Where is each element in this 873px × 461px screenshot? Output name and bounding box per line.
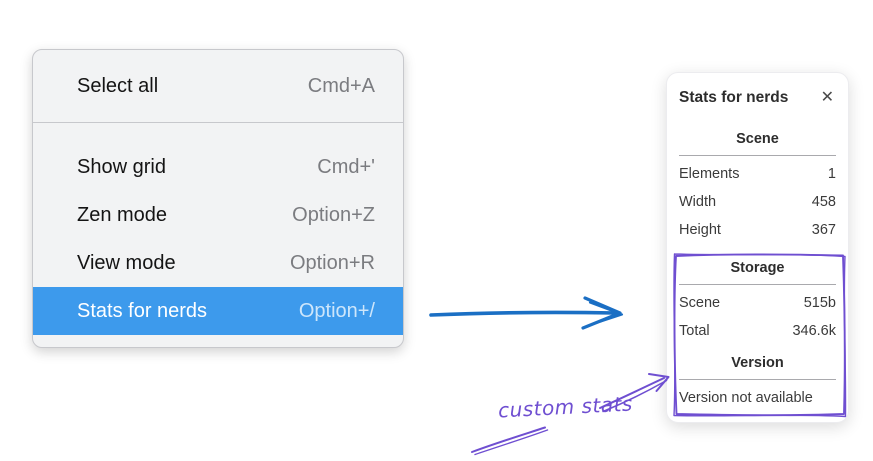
stats-panel-title: Stats for nerds [679, 89, 789, 106]
blue-arrow [429, 296, 624, 330]
scene-section-header: Scene [736, 131, 779, 147]
stat-value: 515b [803, 295, 836, 311]
menu-item-shortcut: Cmd+A [307, 74, 375, 97]
menu-section-main: Show grid Cmd+' Zen mode Option+Z View m… [33, 123, 403, 347]
violet-underline [471, 426, 549, 456]
stat-label: Elements [679, 166, 740, 182]
menu-item-label: Show grid [77, 155, 166, 178]
menu-item-shortcut: Option+/ [298, 299, 375, 322]
close-icon[interactable]: ✕ [820, 89, 834, 106]
context-menu: Select all Cmd+A Show grid Cmd+' Zen mod… [32, 49, 404, 348]
menu-item-label: Select all [77, 74, 159, 97]
stat-row-width: Width 458 [679, 188, 836, 216]
stat-row-total-storage: Total 346.6k [679, 317, 836, 345]
menu-item-label: Stats for nerds [77, 299, 208, 322]
stats-panel: Stats for nerds ✕ Scene Elements 1 Width… [666, 72, 849, 423]
stat-row-height: Height 367 [679, 216, 836, 244]
annotation-custom-stats: custom stats [497, 391, 634, 423]
menu-divider [33, 122, 403, 123]
menu-item-show-grid[interactable]: Show grid Cmd+' [33, 143, 403, 191]
menu-item-shortcut: Option+Z [292, 203, 375, 226]
menu-item-zen-mode[interactable]: Zen mode Option+Z [33, 191, 403, 239]
stat-row-elements: Elements 1 [679, 160, 836, 188]
stat-row-scene-storage: Scene 515b [679, 289, 836, 317]
menu-item-stats-for-nerds[interactable]: Stats for nerds Option+/ [33, 287, 403, 335]
menu-section-top: Select all Cmd+A [33, 50, 403, 122]
stats-panel-header: Stats for nerds ✕ [679, 85, 836, 111]
stat-value: 346.6k [792, 323, 836, 339]
stat-label: Height [679, 222, 721, 238]
divider [679, 284, 836, 285]
version-note: Version not available [679, 390, 813, 406]
divider [679, 155, 836, 156]
menu-item-shortcut: Option+R [289, 251, 375, 274]
storage-section-header: Storage [730, 260, 785, 276]
divider [679, 379, 836, 380]
stat-value: 1 [827, 166, 836, 182]
stat-label: Total [679, 323, 710, 339]
stat-label: Width [679, 194, 717, 210]
menu-item-select-all[interactable]: Select all Cmd+A [33, 62, 403, 110]
menu-item-view-mode[interactable]: View mode Option+R [33, 239, 403, 287]
menu-item-label: Zen mode [77, 203, 168, 226]
version-section-header: Version [731, 355, 784, 371]
menu-item-label: View mode [77, 251, 176, 274]
stat-value: 367 [811, 222, 836, 238]
stat-value: 458 [811, 194, 836, 210]
menu-item-shortcut: Cmd+' [317, 155, 375, 178]
stat-label: Scene [679, 295, 721, 311]
